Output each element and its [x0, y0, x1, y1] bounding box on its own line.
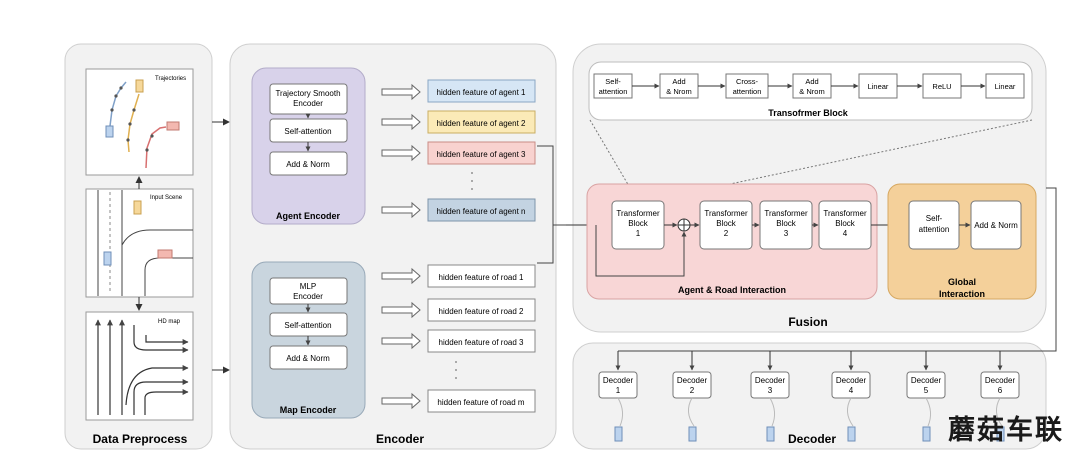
- road-feature-2: hidden feature of road 2: [439, 307, 525, 316]
- agent-feature-3: hidden feature of agent 3: [437, 150, 527, 159]
- fusion-title: Fusion: [788, 315, 827, 329]
- tb-step-relu: ReLU: [932, 82, 951, 91]
- vehicle-icon: [614, 426, 623, 442]
- fusion-panel: Fusion Self-attention Add& Nrom Cross-at…: [566, 43, 1057, 346]
- input-scene-thumbnail: Input Scene: [85, 188, 194, 298]
- hollow-arrow-icon: [381, 83, 421, 219]
- tb-step-linear-2: Linear: [995, 82, 1016, 91]
- hd-map-thumbnail: HD map: [85, 311, 194, 421]
- fusion-output-line: [1046, 187, 1057, 346]
- decoder-trajectory-line: [688, 397, 695, 427]
- hd-map-label: HD map: [158, 319, 181, 325]
- agent-encoder-step-2: Self-attention: [284, 127, 331, 136]
- road-feature-3: hidden feature of road 3: [439, 338, 525, 347]
- trajectories-label: Trajectories: [155, 76, 186, 82]
- agent-feature-1: hidden feature of agent 1: [437, 88, 527, 97]
- map-encoder-step-2: Self-attention: [284, 321, 331, 330]
- map-encoder-title: Map Encoder: [280, 405, 337, 415]
- road-feature-1: hidden feature of road 1: [439, 273, 525, 282]
- data-preprocess-panel: Data Preprocess Trajectories Input Scene: [64, 43, 230, 450]
- tb-step-linear-1: Linear: [868, 82, 889, 91]
- hollow-arrow-icon: [381, 267, 421, 410]
- data-preprocess-title: Data Preprocess: [93, 432, 188, 446]
- agent-encoder-title: Agent Encoder: [276, 211, 341, 221]
- tb-step-add-norm-1: Add& Nrom: [666, 77, 691, 96]
- decoder-trajectory-line: [925, 397, 932, 427]
- decoder-trajectory-line: [847, 397, 854, 427]
- encoder-title: Encoder: [376, 432, 424, 446]
- tb-step-self-attention: Self-attention: [599, 77, 628, 96]
- agent-feature-2: hidden feature of agent 2: [437, 119, 527, 128]
- vehicle-icon: [766, 426, 775, 442]
- agent-encoder-step-3: Add & Norm: [286, 160, 330, 169]
- trajectories-thumbnail: Trajectories: [85, 68, 194, 176]
- road-features: hidden feature of road 1 hidden feature …: [381, 264, 536, 413]
- global-step-add-norm: Add & Norm: [974, 221, 1018, 230]
- vehicle-icon: [847, 426, 856, 442]
- vehicle-icon: [996, 426, 1005, 442]
- tb-step-add-norm-2: Add& Nrom: [799, 77, 824, 96]
- agent-road-interaction-title: Agent & Road Interaction: [678, 285, 786, 295]
- residual-add-icon: [677, 218, 691, 232]
- agent-features: hidden feature of agent 1 hidden feature…: [381, 79, 536, 222]
- road-features-bracket: [537, 225, 554, 264]
- decoder-title: Decoder: [788, 432, 836, 446]
- vehicle-icon: [922, 426, 931, 442]
- decoder-trajectory-line: [769, 397, 776, 427]
- residual-connection: [595, 225, 687, 277]
- watermark: 蘑菇车联: [948, 415, 1064, 446]
- input-scene-label: Input Scene: [150, 195, 183, 201]
- agent-feature-n: hidden feature of agent n: [437, 207, 526, 216]
- decoder-trajectory-line: [617, 397, 624, 427]
- map-encoder-step-3: Add & Norm: [286, 354, 330, 363]
- road-feature-m: hidden feature of road m: [437, 398, 525, 407]
- agent-features-bracket: [537, 145, 566, 226]
- transformer-block-title: Transofrmer Block: [768, 108, 849, 118]
- vehicle-icon: [688, 426, 697, 442]
- tb-step-cross-attention: Cross-attention: [733, 77, 762, 96]
- decoder-trajectory-line: [996, 397, 1003, 427]
- transformer-block-detail: Self-attention Add& Nrom Cross-attention…: [588, 61, 1033, 121]
- global-step-self-attention: Self-attention: [919, 214, 950, 234]
